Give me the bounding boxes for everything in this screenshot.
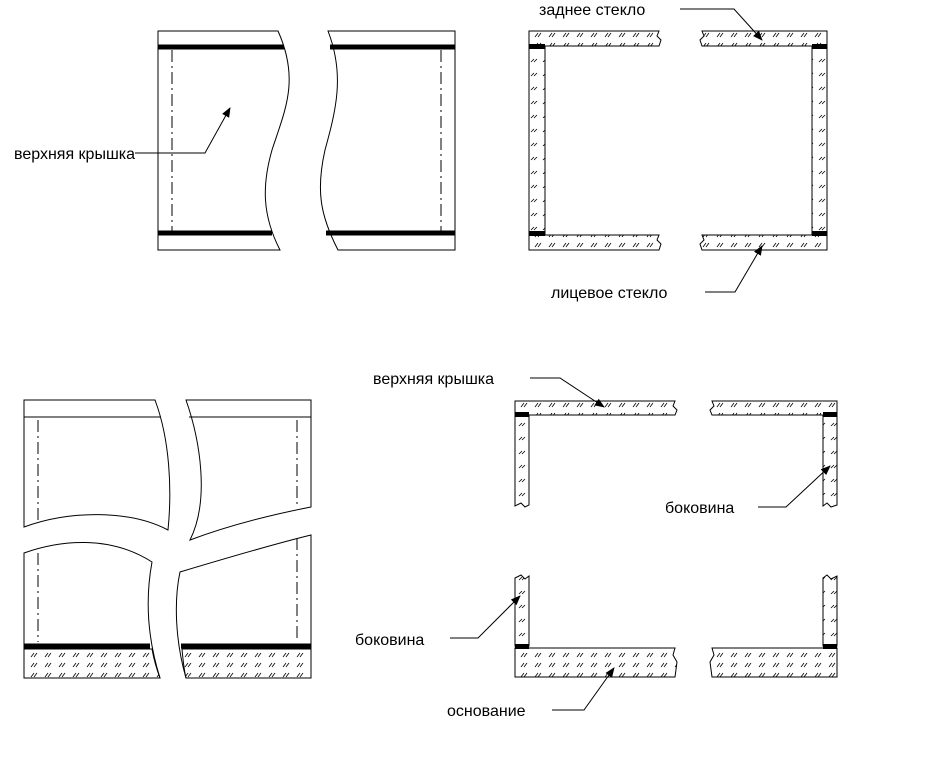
joint-br: [812, 231, 827, 236]
joint-upper-left: [515, 412, 529, 417]
base-section-right: [709, 647, 838, 678]
leader-back-glass: [680, 8, 763, 41]
front-glass-right: [699, 234, 828, 251]
label-base: основание: [447, 703, 526, 720]
view-top-left: верхняя крышка: [14, 30, 456, 251]
view-bottom-left: [23, 399, 312, 679]
side-upper-left: [514, 414, 530, 508]
front-glass-left: [528, 234, 662, 251]
panel-right-half: [319, 30, 456, 251]
joint-bl: [529, 231, 545, 236]
side-wall-right: [811, 45, 828, 236]
top-cover-left: [514, 400, 678, 416]
base-section-left: [514, 647, 678, 678]
joint-lower-left: [515, 644, 529, 649]
label-front-glass: лицевое стекло: [551, 285, 667, 302]
leader-side-lower: [450, 595, 521, 639]
leader-side-upper: [758, 465, 831, 508]
joint-upper-right: [823, 412, 837, 417]
label-side-lower: боковина: [355, 632, 424, 649]
fragment-top-right: [185, 399, 312, 541]
view-bottom-right: верхняя крышка боковина боковина основан…: [355, 371, 838, 720]
panel-left-half: [157, 30, 290, 251]
joint-tl: [529, 44, 545, 49]
leader-front-glass: [705, 245, 763, 293]
back-glass-right: [699, 30, 828, 47]
leader-base: [552, 667, 615, 711]
base-left: [23, 648, 161, 679]
label-top-cover: верхняя крышка: [14, 146, 135, 163]
leader-top-cover: [135, 107, 231, 154]
view-top-right: заднее стекло лицевое стекло: [528, 2, 828, 302]
side-lower-left: [514, 574, 530, 647]
side-wall-left: [528, 45, 546, 236]
label-top-cover-section: верхняя крышка: [373, 371, 494, 388]
fragment-bottom-right: [175, 534, 312, 679]
fragment-bottom-left: [23, 542, 161, 679]
label-side-upper: боковина: [665, 500, 734, 517]
joint-lower-right: [823, 644, 837, 649]
back-glass-left: [528, 30, 662, 47]
fragment-top-left: [23, 399, 171, 531]
leader-top-cover-section: [530, 377, 605, 408]
joint-tr: [812, 44, 827, 49]
side-lower-right: [822, 574, 838, 647]
base-right: [181, 648, 312, 679]
label-back-glass: заднее стекло: [539, 2, 645, 19]
side-upper-right: [822, 414, 838, 508]
top-cover-right: [709, 400, 838, 416]
